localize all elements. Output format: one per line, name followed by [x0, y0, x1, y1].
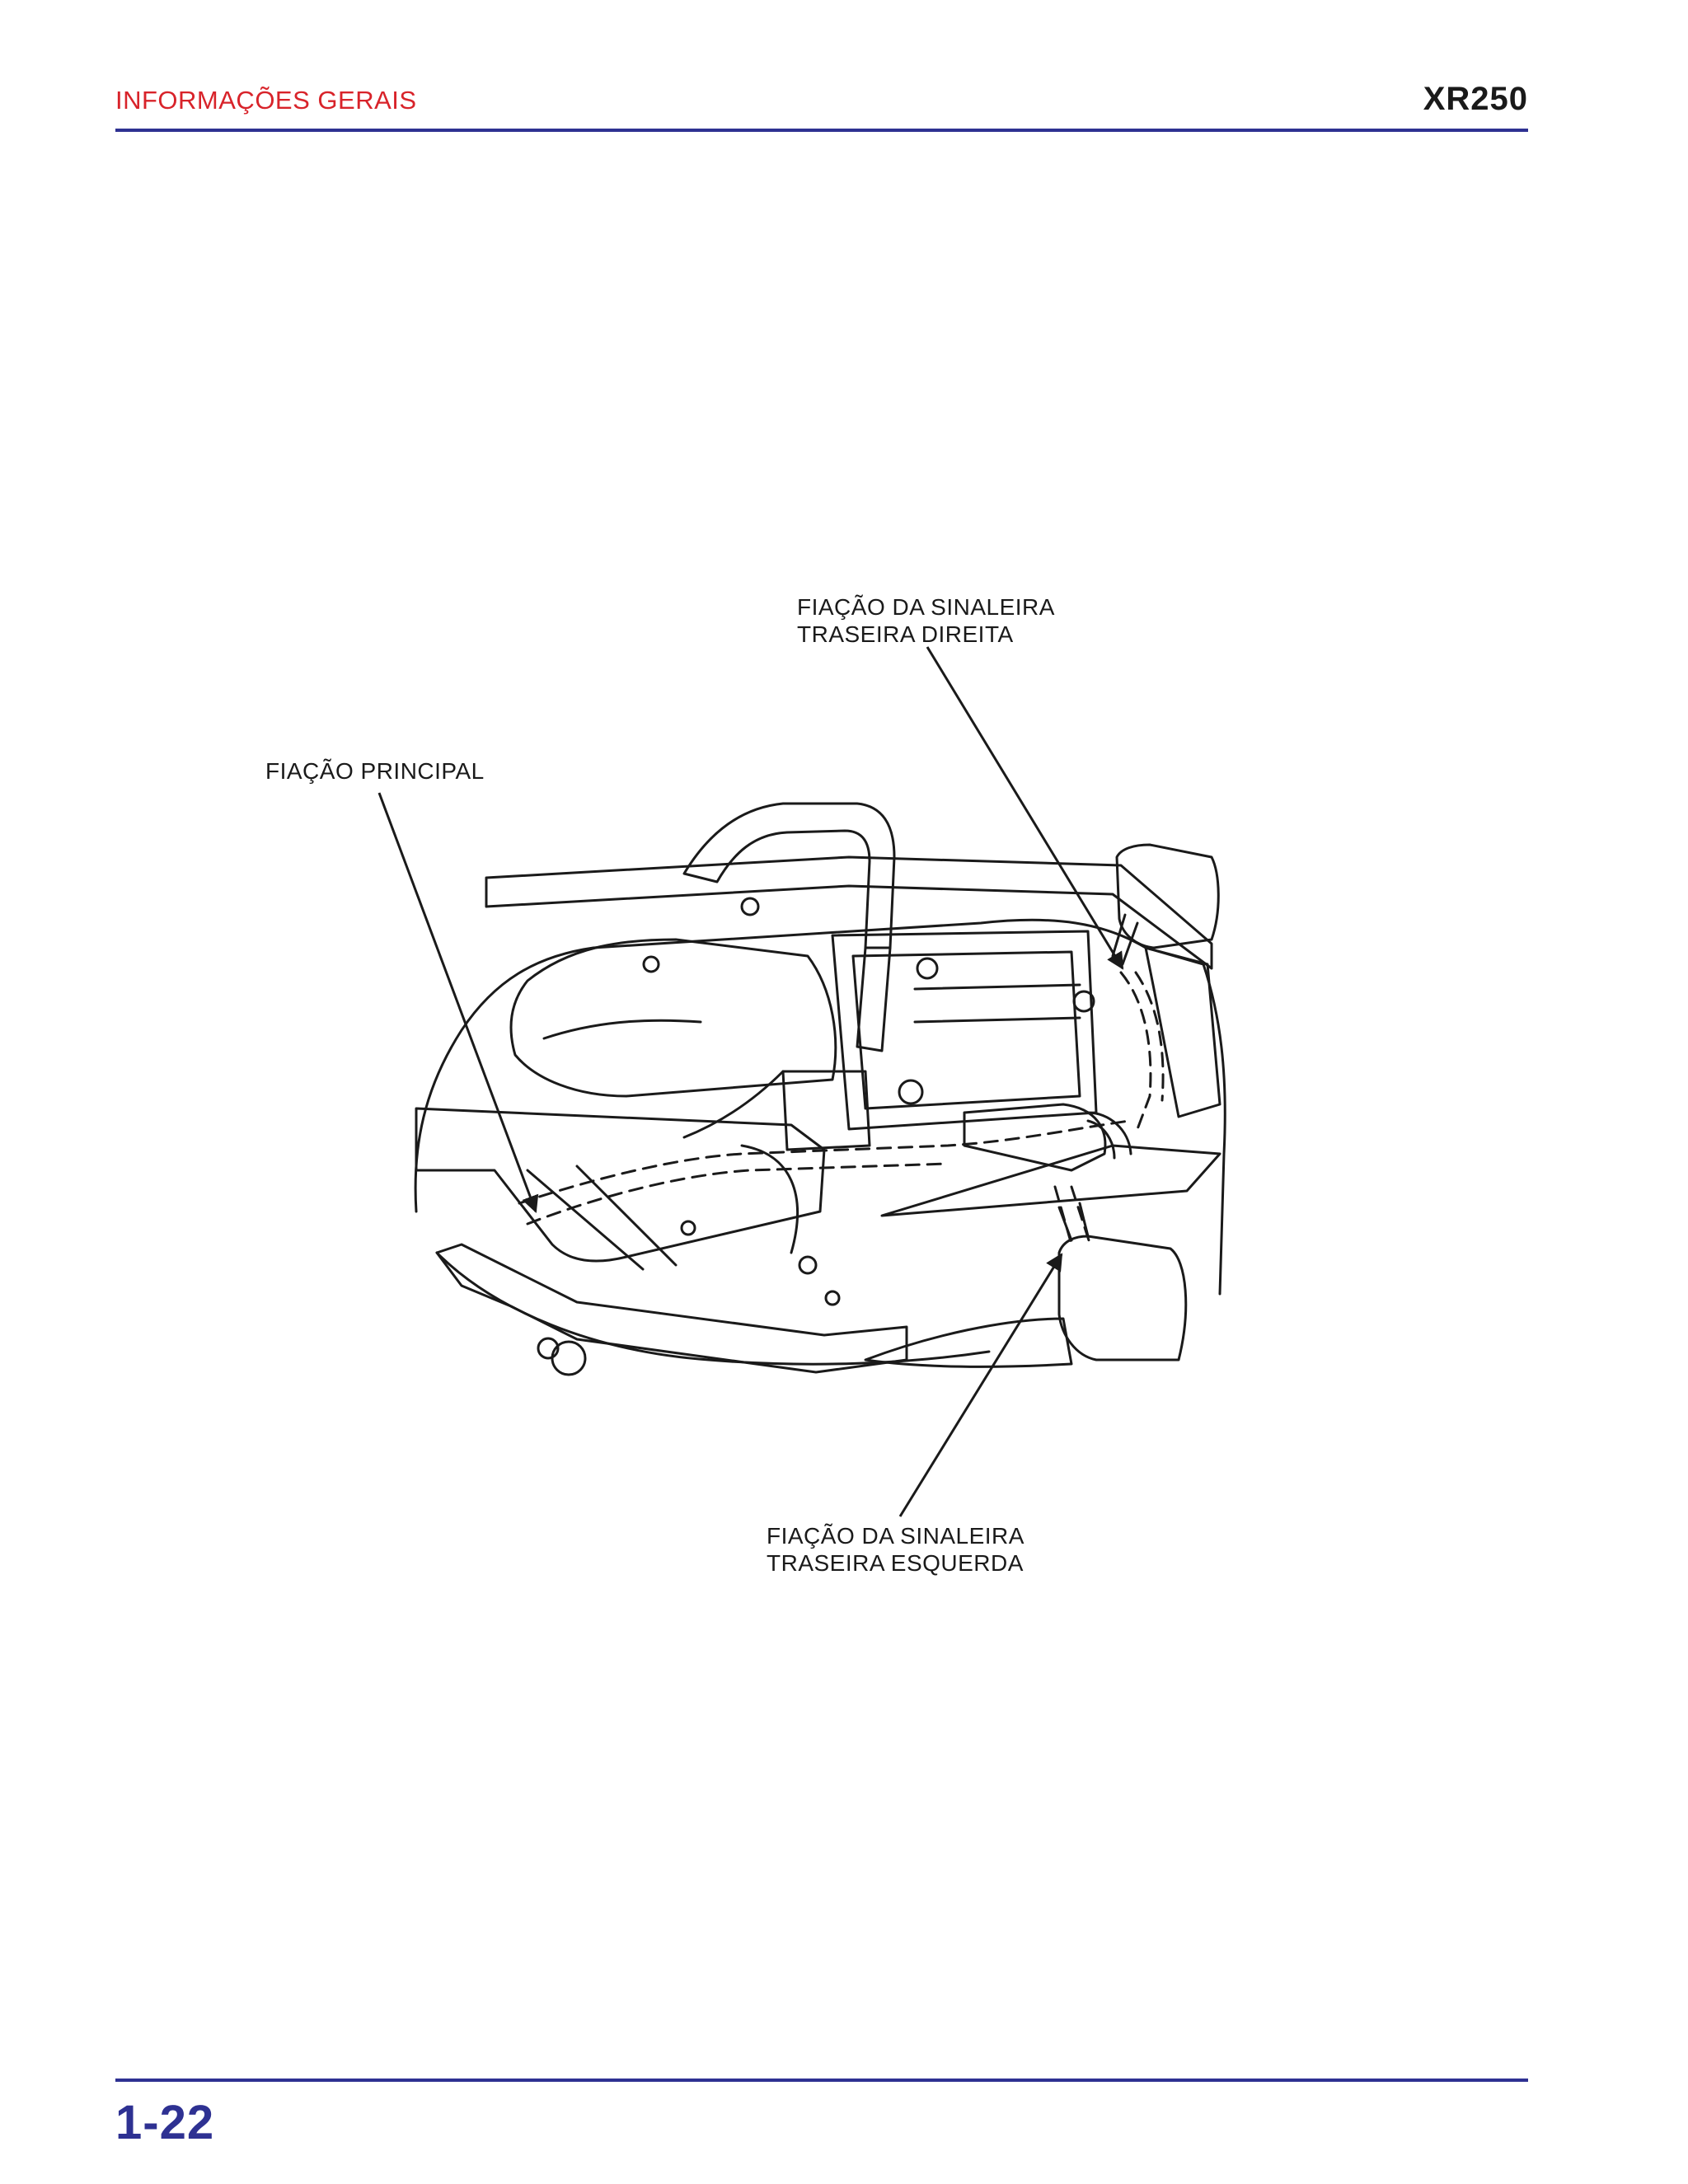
right-turn-signal: [1115, 843, 1220, 949]
left-lower-frame: [415, 1107, 826, 1263]
callout-line-1: FIAÇÃO DA SINALEIRA: [767, 1523, 1025, 1549]
under-tray: [435, 1243, 908, 1374]
body-outline: [414, 918, 1226, 1296]
leader-left-turn-signal: [898, 1253, 1063, 1517]
fender-edge: [864, 1317, 1073, 1368]
callout-right-turn-signal-wiring: FIAÇÃO DA SINALEIRA TRASEIRA DIREITA: [797, 593, 1055, 648]
callout-main-wiring: FIAÇÃO PRINCIPAL: [265, 757, 485, 785]
section-title: INFORMAÇÕES GERAIS: [115, 86, 417, 115]
right-turn-wiring: [1119, 971, 1152, 1131]
rear-side-panel: [1144, 946, 1221, 1118]
leader-right-turn-signal: [926, 646, 1124, 970]
main-wiring-harness: [518, 1119, 1131, 1205]
footer-rule: [115, 2079, 1528, 2082]
leader-main-wiring: [377, 792, 539, 1213]
callout-line-1: FIAÇÃO PRINCIPAL: [265, 758, 485, 784]
callout-left-turn-signal-wiring: FIAÇÃO DA SINALEIRA TRASEIRA ESQUERDA: [767, 1522, 1025, 1577]
main-wiring-harness-branch: [526, 1162, 950, 1226]
grab-rail: [682, 802, 896, 949]
callout-line-1: FIAÇÃO DA SINALEIRA: [797, 594, 1055, 620]
left-turn-signal: [1057, 1235, 1188, 1361]
model-name: XR250: [1423, 81, 1528, 117]
seat-frame: [831, 930, 1098, 1131]
left-turn-wiring: [1053, 1185, 1073, 1246]
upper-frame-rail: [485, 855, 1213, 970]
header-rule: [115, 129, 1528, 132]
callout-line-2: TRASEIRA ESQUERDA: [767, 1550, 1024, 1576]
air-box: [509, 938, 837, 1098]
callout-line-2: TRASEIRA DIREITA: [797, 621, 1014, 647]
page-number: 1-22: [115, 2096, 215, 2149]
